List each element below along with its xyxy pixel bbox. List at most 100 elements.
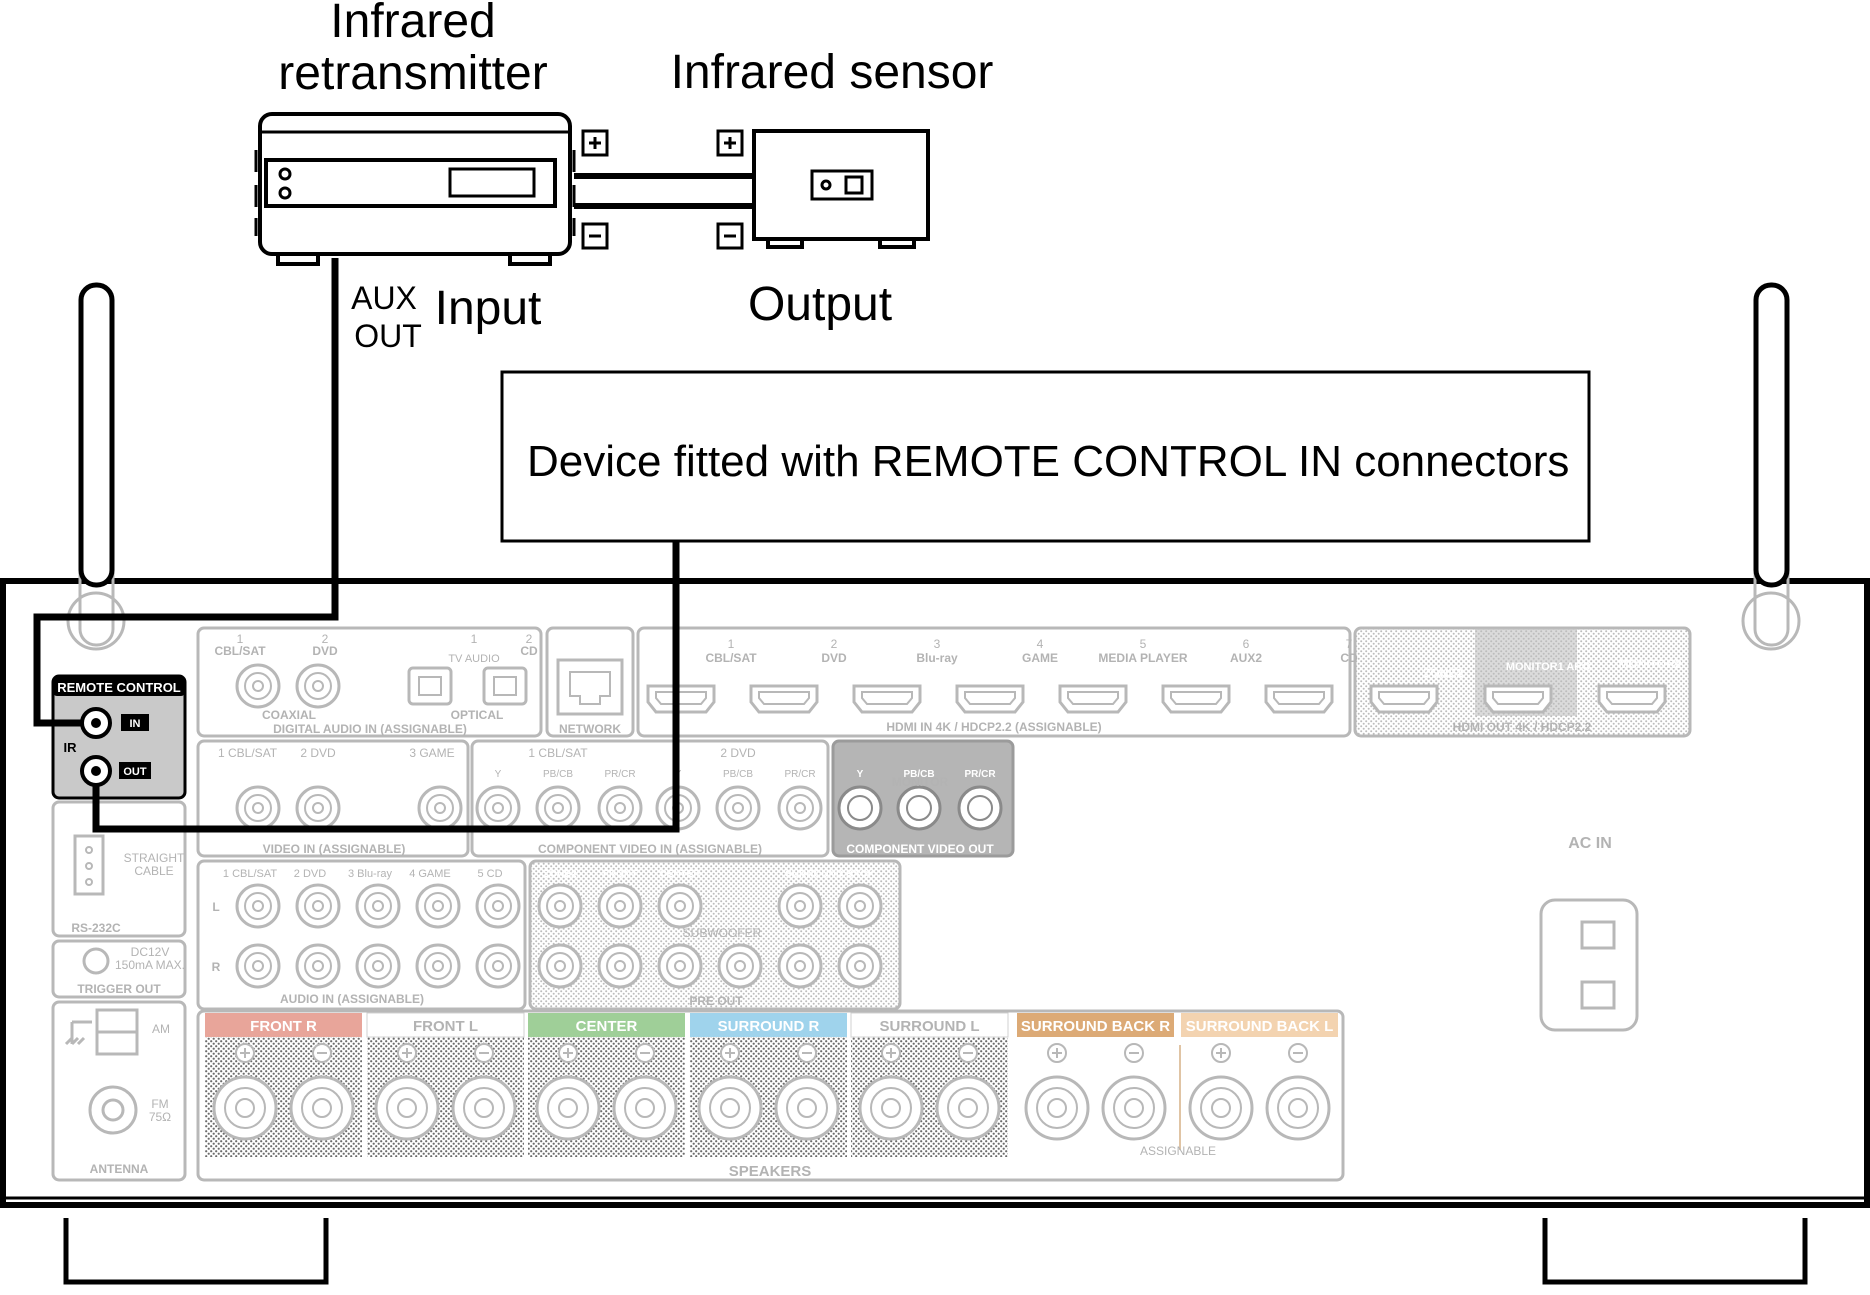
audio-in-r-jack-1 — [235, 943, 281, 989]
speaker-label-3: CENTER — [576, 1018, 638, 1035]
dc12v-label-2: 150mA MAX. — [115, 958, 185, 972]
digital-audio-footer: DIGITAL AUDIO IN (ASSIGNABLE) — [273, 722, 467, 736]
trigger-out-label: TRIGGER OUT — [77, 982, 161, 996]
pre-out-jack-2 — [597, 883, 643, 929]
audio-in-label-3: 3 Blu-ray — [348, 868, 393, 880]
digital-audio-num-2: 2 — [322, 632, 329, 646]
speaker-terminal-3-2 — [612, 1043, 678, 1141]
remote-out-jack[interactable] — [80, 755, 112, 787]
component-in-jack-2 — [535, 785, 581, 831]
speaker-terminal-6-1 — [1024, 1043, 1090, 1141]
fm-label-2: 75Ω — [149, 1110, 171, 1124]
aux-label-line1: AUX — [351, 280, 417, 316]
hdmi-out-label-3: MONITOR2 — [1618, 657, 1681, 671]
component-in-label-2: 2 DVD — [720, 746, 756, 760]
component-out-jack-2 — [896, 785, 942, 831]
speaker-band-4 — [690, 1013, 847, 1037]
retransmitter-label-line2: retransmitter — [278, 47, 547, 100]
audio-in-label-5: 5 CD — [477, 868, 502, 880]
component-in-label-1: 1 CBL/SAT — [528, 746, 588, 760]
speaker-terminal-5-2 — [935, 1043, 1001, 1141]
network-port — [556, 658, 624, 716]
component-out-jack-3 — [957, 785, 1003, 831]
audio-in-label-1: 1 CBL/SAT — [223, 868, 277, 880]
component-in-jack-6 — [777, 785, 823, 831]
speaker-terminal-1-1 — [212, 1043, 278, 1141]
digital-audio-num-1: 1 — [237, 632, 244, 646]
speaker-band-3 — [528, 1013, 685, 1037]
component-in-jack-1 — [475, 785, 521, 831]
speaker-terminal-7-1 — [1188, 1043, 1254, 1141]
hdmi-in-name-4: GAME — [1022, 651, 1058, 665]
digital-audio-num-3: 1 — [471, 632, 478, 646]
speaker-terminal-3-1 — [535, 1043, 601, 1141]
component-in-ch-2-2: PR/CR — [784, 769, 815, 780]
speaker-band-5 — [850, 1012, 1009, 1038]
output-label: Output — [748, 278, 892, 331]
digital-audio-name-2: DVD — [312, 644, 338, 658]
speaker-label-1: FRONT R — [250, 1018, 317, 1035]
remote-in-jack[interactable] — [80, 707, 112, 739]
audio-in-r-jack-4 — [415, 943, 461, 989]
hdmi-in-port-3 — [852, 684, 922, 714]
hdmi-out-port-2 — [1483, 684, 1553, 714]
remote-control-label: REMOTE CONTROL — [57, 680, 181, 695]
pre-out-jack-6 — [537, 943, 583, 989]
audio-in-label-4: 4 GAME — [409, 868, 451, 880]
remote-out-tag: OUT — [123, 766, 147, 778]
pre-out-jack-3 — [657, 883, 703, 929]
hdmi-out-port-1 — [1369, 684, 1439, 714]
hdmi-in-port-6 — [1161, 684, 1231, 714]
aux-out-cable — [33, 258, 339, 727]
hdmi-in-num-4: 4 — [1037, 637, 1044, 651]
hdmi-in-port-2 — [749, 684, 819, 714]
input-label: Input — [435, 282, 542, 335]
am-terminal — [64, 1008, 139, 1056]
pre-out-label-1: ZONE2 — [543, 869, 577, 880]
component-in-footer: COMPONENT VIDEO IN (ASSIGNABLE) — [538, 842, 762, 856]
audio-in-r-jack-2 — [295, 943, 341, 989]
hdmi-in-name-7: CD — [1340, 651, 1358, 665]
component-out-footer: COMPONENT VIDEO OUT — [846, 842, 994, 856]
audio-in-l-jack-2 — [295, 883, 341, 929]
dc12v-label-1: DC12V — [131, 945, 170, 959]
pre-out-label-2: FRONT — [603, 869, 637, 880]
hdmi-in-num-2: 2 — [831, 637, 838, 651]
ac-inlet — [1539, 898, 1639, 1032]
video-in-jack-3 — [417, 785, 463, 831]
speaker-label-2: FRONT L — [413, 1018, 478, 1035]
hdmi-in-num-5: 5 — [1140, 637, 1147, 651]
pre-out-jack-10 — [777, 943, 823, 989]
video-in-label-2: 2 DVD — [300, 746, 336, 760]
pre-out-jack-1 — [537, 883, 583, 929]
component-in-jack-5 — [715, 785, 761, 831]
coaxial-label: COAXIAL — [262, 708, 316, 722]
coaxial-jack-1 — [235, 663, 281, 709]
retransmitter-label-line1: Infrared — [330, 0, 495, 48]
component-in-ch-1-2: PR/CR — [604, 769, 635, 780]
retransmitter-plus-terminal — [581, 129, 609, 157]
speaker-label-6: SURROUND BACK R — [1021, 1018, 1170, 1035]
audio-in-l-jack-3 — [355, 883, 401, 929]
hdmi-out-port-3 — [1597, 684, 1667, 714]
hdmi-in-name-2: DVD — [821, 651, 847, 665]
speaker-label-7: SURROUND BACK L — [1186, 1018, 1334, 1035]
optical-jack-2 — [482, 666, 528, 706]
rs232c-label: RS-232C — [71, 921, 121, 935]
pre-out-jack-7 — [597, 943, 643, 989]
subwoofer-label: SUBWOOFER — [683, 926, 762, 940]
hdmi-in-port-1 — [646, 684, 716, 714]
audio-in-r-tag: R — [212, 960, 221, 974]
pre-out-jack-4 — [777, 883, 823, 929]
component-out-ch-2: PR/CR — [964, 769, 996, 780]
component-in-ch-1-1: PB/CB — [543, 769, 573, 780]
audio-in-l-jack-1 — [235, 883, 281, 929]
digital-audio-num-4: 2 — [526, 632, 533, 646]
pre-out-label: PRE OUT — [689, 994, 743, 1008]
ir-label: IR — [64, 740, 78, 755]
hdmi-in-port-5 — [1058, 684, 1128, 714]
hdmi-in-num-6: 6 — [1243, 637, 1250, 651]
pre-out-jack-5 — [837, 883, 883, 929]
